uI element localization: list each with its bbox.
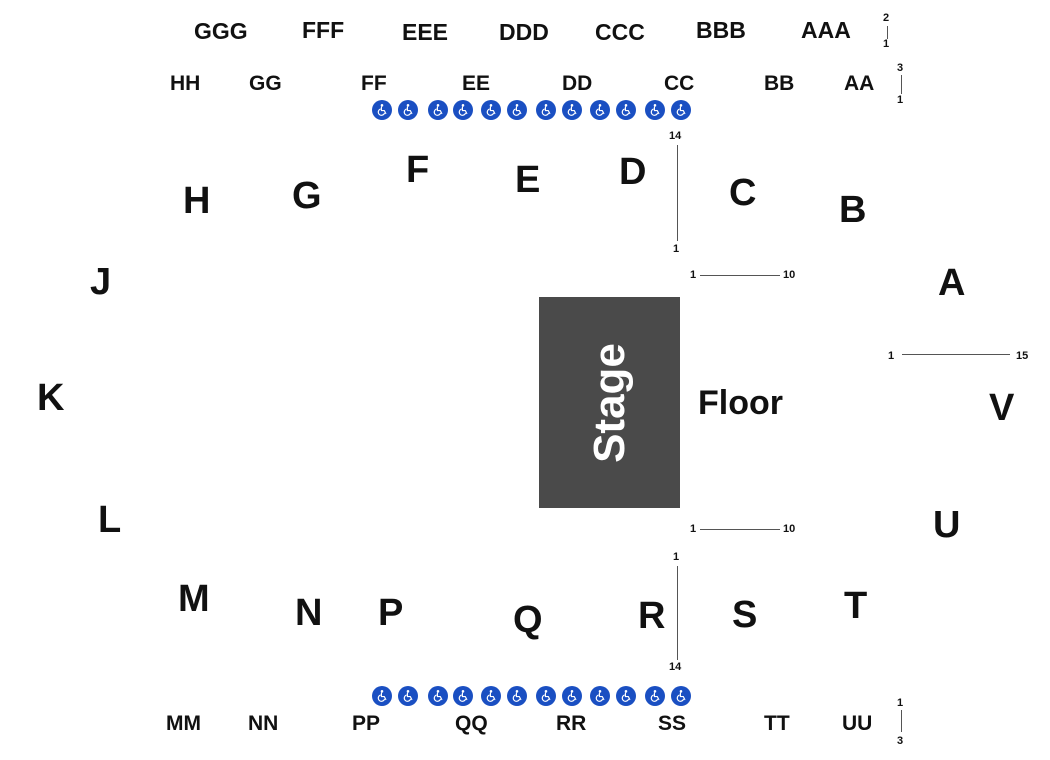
section-ccc[interactable]: CCC <box>595 19 645 45</box>
wheelchair-icon <box>428 686 448 706</box>
row-range-line <box>700 529 780 530</box>
row-number: 1 <box>888 350 895 362</box>
section-aaa[interactable]: AAA <box>801 17 851 43</box>
wheelchair-icon <box>645 686 665 706</box>
row-range-line <box>677 145 678 241</box>
wheelchair-icon <box>481 100 501 120</box>
section-l[interactable]: L <box>98 499 122 541</box>
section-j[interactable]: J <box>90 261 112 303</box>
wheelchair-icon <box>590 100 610 120</box>
section-cc[interactable]: CC <box>664 72 695 95</box>
wheelchair-icon <box>372 686 392 706</box>
row-range-line <box>902 354 1010 355</box>
section-ee[interactable]: EE <box>462 72 491 95</box>
row-number: 14 <box>669 661 682 673</box>
wheelchair-icon <box>536 100 556 120</box>
section-bbb[interactable]: BBB <box>696 17 746 43</box>
wheelchair-icon <box>562 100 582 120</box>
row-number: 14 <box>669 130 682 142</box>
section-pp[interactable]: PP <box>352 712 381 735</box>
row-number: 10 <box>783 523 796 535</box>
row-number: 2 <box>883 12 890 24</box>
row-number: 10 <box>783 269 796 281</box>
section-c[interactable]: C <box>729 172 757 214</box>
section-nn[interactable]: NN <box>248 712 279 735</box>
row-range-line <box>677 566 678 660</box>
row-range-line <box>700 275 780 276</box>
section-aa[interactable]: AA <box>844 72 875 95</box>
wheelchair-icon <box>372 100 392 120</box>
row-number: 1 <box>673 243 680 255</box>
section-bb[interactable]: BB <box>764 72 795 95</box>
section-eee[interactable]: EEE <box>402 19 449 45</box>
row-number: 1 <box>690 269 697 281</box>
section-a[interactable]: A <box>938 262 966 304</box>
wheelchair-icon <box>453 100 473 120</box>
section-b[interactable]: B <box>839 189 867 231</box>
wheelchair-icon <box>507 100 527 120</box>
stage: Stage <box>539 297 680 508</box>
row-number: 1 <box>673 551 680 563</box>
wheelchair-icon <box>398 686 418 706</box>
section-qq[interactable]: QQ <box>455 712 488 735</box>
wheelchair-icon <box>671 100 691 120</box>
wheelchair-icon <box>536 686 556 706</box>
section-p[interactable]: P <box>378 592 404 634</box>
row-number: 1 <box>897 94 904 106</box>
row-number: 1 <box>690 523 697 535</box>
floor-section[interactable]: Floor <box>698 384 783 422</box>
wheelchair-icon <box>590 686 610 706</box>
section-ff[interactable]: FF <box>361 72 387 95</box>
row-number: 1 <box>883 38 890 50</box>
wheelchair-icon <box>616 100 636 120</box>
section-t[interactable]: T <box>844 585 868 627</box>
stage-label: Stage <box>584 342 634 463</box>
wheelchair-icon <box>453 686 473 706</box>
section-h[interactable]: H <box>183 180 211 222</box>
wheelchair-icon <box>645 100 665 120</box>
section-f[interactable]: F <box>406 149 430 191</box>
wheelchair-icon <box>481 686 501 706</box>
wheelchair-icon <box>562 686 582 706</box>
section-g[interactable]: G <box>292 175 322 217</box>
row-range-line <box>901 710 902 732</box>
wheelchair-icon <box>398 100 418 120</box>
row-number: 3 <box>897 62 904 74</box>
section-d[interactable]: D <box>619 151 647 193</box>
wheelchair-icon <box>507 686 527 706</box>
section-dd[interactable]: DD <box>562 72 593 95</box>
section-s[interactable]: S <box>732 594 758 636</box>
section-m[interactable]: M <box>178 578 210 620</box>
section-uu[interactable]: UU <box>842 712 873 735</box>
wheelchair-icon <box>428 100 448 120</box>
section-k[interactable]: K <box>37 377 65 419</box>
row-number: 1 <box>897 697 904 709</box>
row-number: 3 <box>897 735 904 747</box>
section-n[interactable]: N <box>295 592 323 634</box>
section-ss[interactable]: SS <box>658 712 687 735</box>
wheelchair-icon <box>671 686 691 706</box>
section-e[interactable]: E <box>515 159 541 201</box>
section-r[interactable]: R <box>638 595 666 637</box>
row-range-line <box>901 75 902 94</box>
section-rr[interactable]: RR <box>556 712 587 735</box>
section-hh[interactable]: HH <box>170 72 201 95</box>
section-fff[interactable]: FFF <box>302 17 345 43</box>
section-ddd[interactable]: DDD <box>499 19 549 45</box>
section-gg[interactable]: GG <box>249 72 282 95</box>
section-ggg[interactable]: GGG <box>194 18 248 44</box>
wheelchair-icon <box>616 686 636 706</box>
section-mm[interactable]: MM <box>166 712 201 735</box>
section-tt[interactable]: TT <box>764 712 790 735</box>
row-range-line <box>887 26 888 39</box>
section-q[interactable]: Q <box>513 599 543 641</box>
section-v[interactable]: V <box>989 387 1015 429</box>
section-u[interactable]: U <box>933 504 961 546</box>
row-number: 15 <box>1016 350 1029 362</box>
